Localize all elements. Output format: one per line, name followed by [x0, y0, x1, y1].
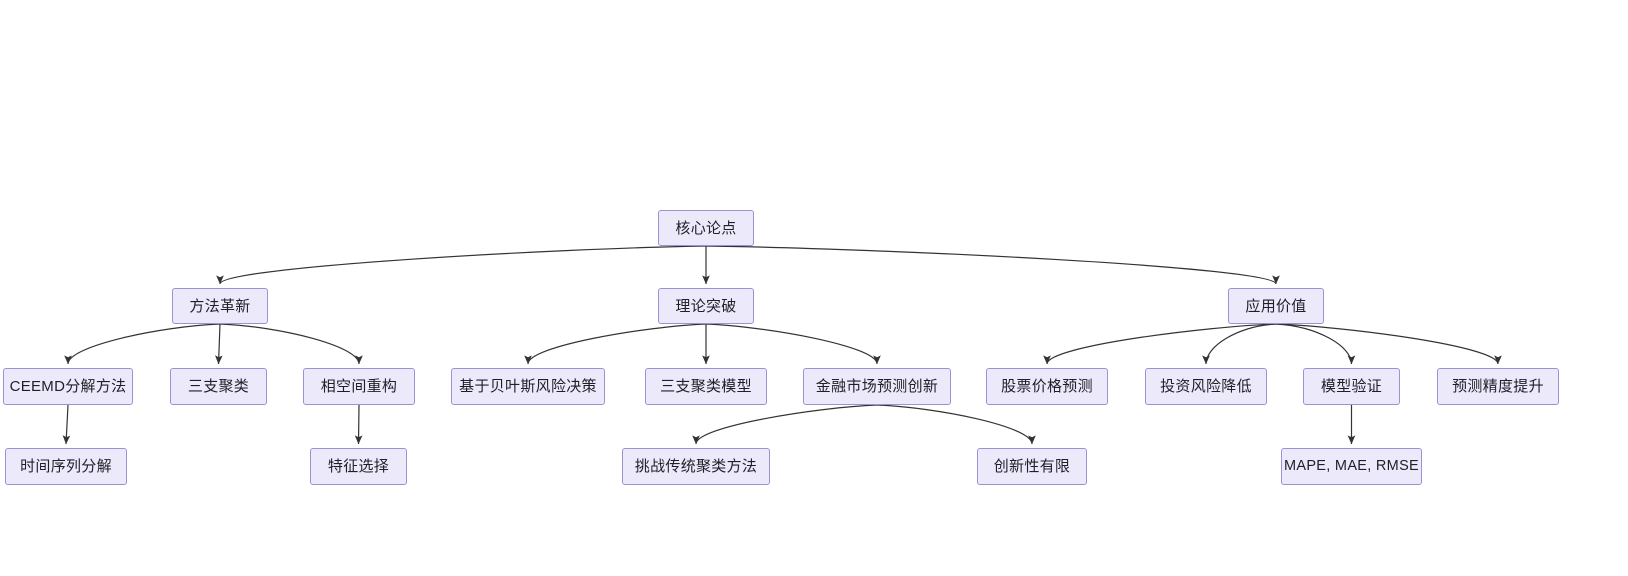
- node-label: 方法革新: [189, 297, 251, 315]
- node-phase[interactable]: 相空间重构: [303, 368, 415, 405]
- node-challenge[interactable]: 挑战传统聚类方法: [622, 448, 770, 485]
- node-label: 创新性有限: [993, 458, 1071, 475]
- node-bayes[interactable]: 基于贝叶斯风险决策: [451, 368, 605, 405]
- node-method[interactable]: 方法革新: [172, 288, 268, 324]
- node-label: 时间序列分解: [20, 458, 112, 475]
- node-label: 应用价值: [1245, 297, 1307, 315]
- node-risk[interactable]: 投资风险降低: [1145, 368, 1267, 405]
- node-application[interactable]: 应用价值: [1228, 288, 1324, 324]
- node-label: 理论突破: [675, 297, 737, 315]
- node-label: 基于贝叶斯风险决策: [459, 378, 597, 395]
- node-threeway[interactable]: 三支聚类: [170, 368, 267, 405]
- node-label: 相空间重构: [320, 378, 398, 395]
- node-limited[interactable]: 创新性有限: [977, 448, 1087, 485]
- node-label: CEEMD分解方法: [9, 378, 127, 395]
- node-finance[interactable]: 金融市场预测创新: [803, 368, 951, 405]
- node-metrics[interactable]: MAPE, MAE, RMSE: [1281, 448, 1422, 485]
- node-label: 三支聚类模型: [660, 378, 752, 395]
- node-label: MAPE, MAE, RMSE: [1283, 458, 1420, 475]
- node-label: 投资风险降低: [1160, 378, 1252, 395]
- node-ceemd[interactable]: CEEMD分解方法: [3, 368, 133, 405]
- node-feature[interactable]: 特征选择: [310, 448, 407, 485]
- node-label: 预测精度提升: [1452, 378, 1544, 395]
- node-theory[interactable]: 理论突破: [658, 288, 754, 324]
- node-twmodel[interactable]: 三支聚类模型: [645, 368, 767, 405]
- node-label: 模型验证: [1320, 378, 1383, 395]
- node-stock[interactable]: 股票价格预测: [986, 368, 1108, 405]
- node-tsdecomp[interactable]: 时间序列分解: [5, 448, 127, 485]
- node-label: 股票价格预测: [1001, 378, 1093, 395]
- node-accuracy[interactable]: 预测精度提升: [1437, 368, 1559, 405]
- node-label: 核心论点: [675, 219, 737, 237]
- node-label: 挑战传统聚类方法: [634, 458, 758, 475]
- node-validate[interactable]: 模型验证: [1303, 368, 1400, 405]
- node-root[interactable]: 核心论点: [658, 210, 754, 246]
- node-label: 特征选择: [327, 458, 390, 475]
- node-label: 三支聚类: [187, 378, 250, 395]
- node-label: 金融市场预测创新: [815, 378, 939, 395]
